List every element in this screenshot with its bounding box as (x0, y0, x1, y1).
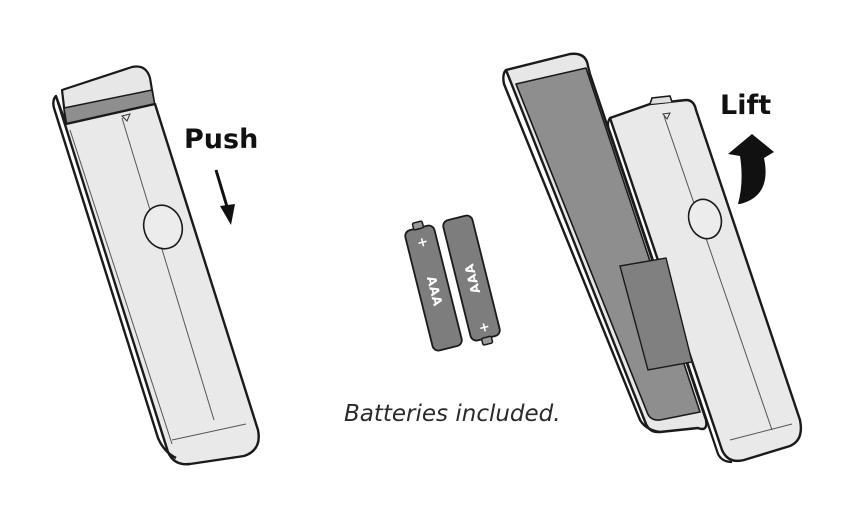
lifted-cover-bottom-edge (729, 423, 793, 441)
lifted-cover-seam (663, 115, 773, 431)
remote-open-side-edge (502, 69, 661, 434)
lift-label: Lift (720, 90, 771, 121)
batteries-caption: Batteries included. (344, 401, 561, 427)
remote-side-edge (52, 95, 177, 460)
battery-right-terminal (480, 335, 494, 346)
arrow-down-icon (214, 169, 235, 225)
lifted-cover-window (619, 257, 693, 371)
lifted-cover-body (608, 98, 803, 463)
battery-right-plus: + (477, 319, 491, 336)
push-label: Push (184, 124, 258, 155)
battery-right-type: AAA (461, 262, 483, 295)
battery-left-type: AAA (424, 274, 446, 307)
cover-seam (121, 117, 215, 421)
battery-cover (54, 94, 260, 466)
lifted-cover-tab (649, 95, 673, 105)
lifted-cover-thumb-grip (687, 198, 723, 240)
battery-left: + AAA (404, 220, 463, 352)
curved-arrow-up-icon (728, 134, 774, 204)
cover-tab-marker (121, 113, 131, 122)
cover-inner-edge (69, 129, 173, 445)
battery-right: + AAA (442, 214, 501, 346)
battery-left-plus: + (416, 234, 430, 251)
lifted-cover-tab-marker (662, 112, 671, 120)
lifted-battery-cover (606, 95, 803, 464)
remote-with-cover (52, 65, 260, 466)
remote-bottom-edge (171, 423, 247, 441)
battery-left-terminal (411, 220, 425, 231)
thumb-grip (142, 204, 184, 250)
